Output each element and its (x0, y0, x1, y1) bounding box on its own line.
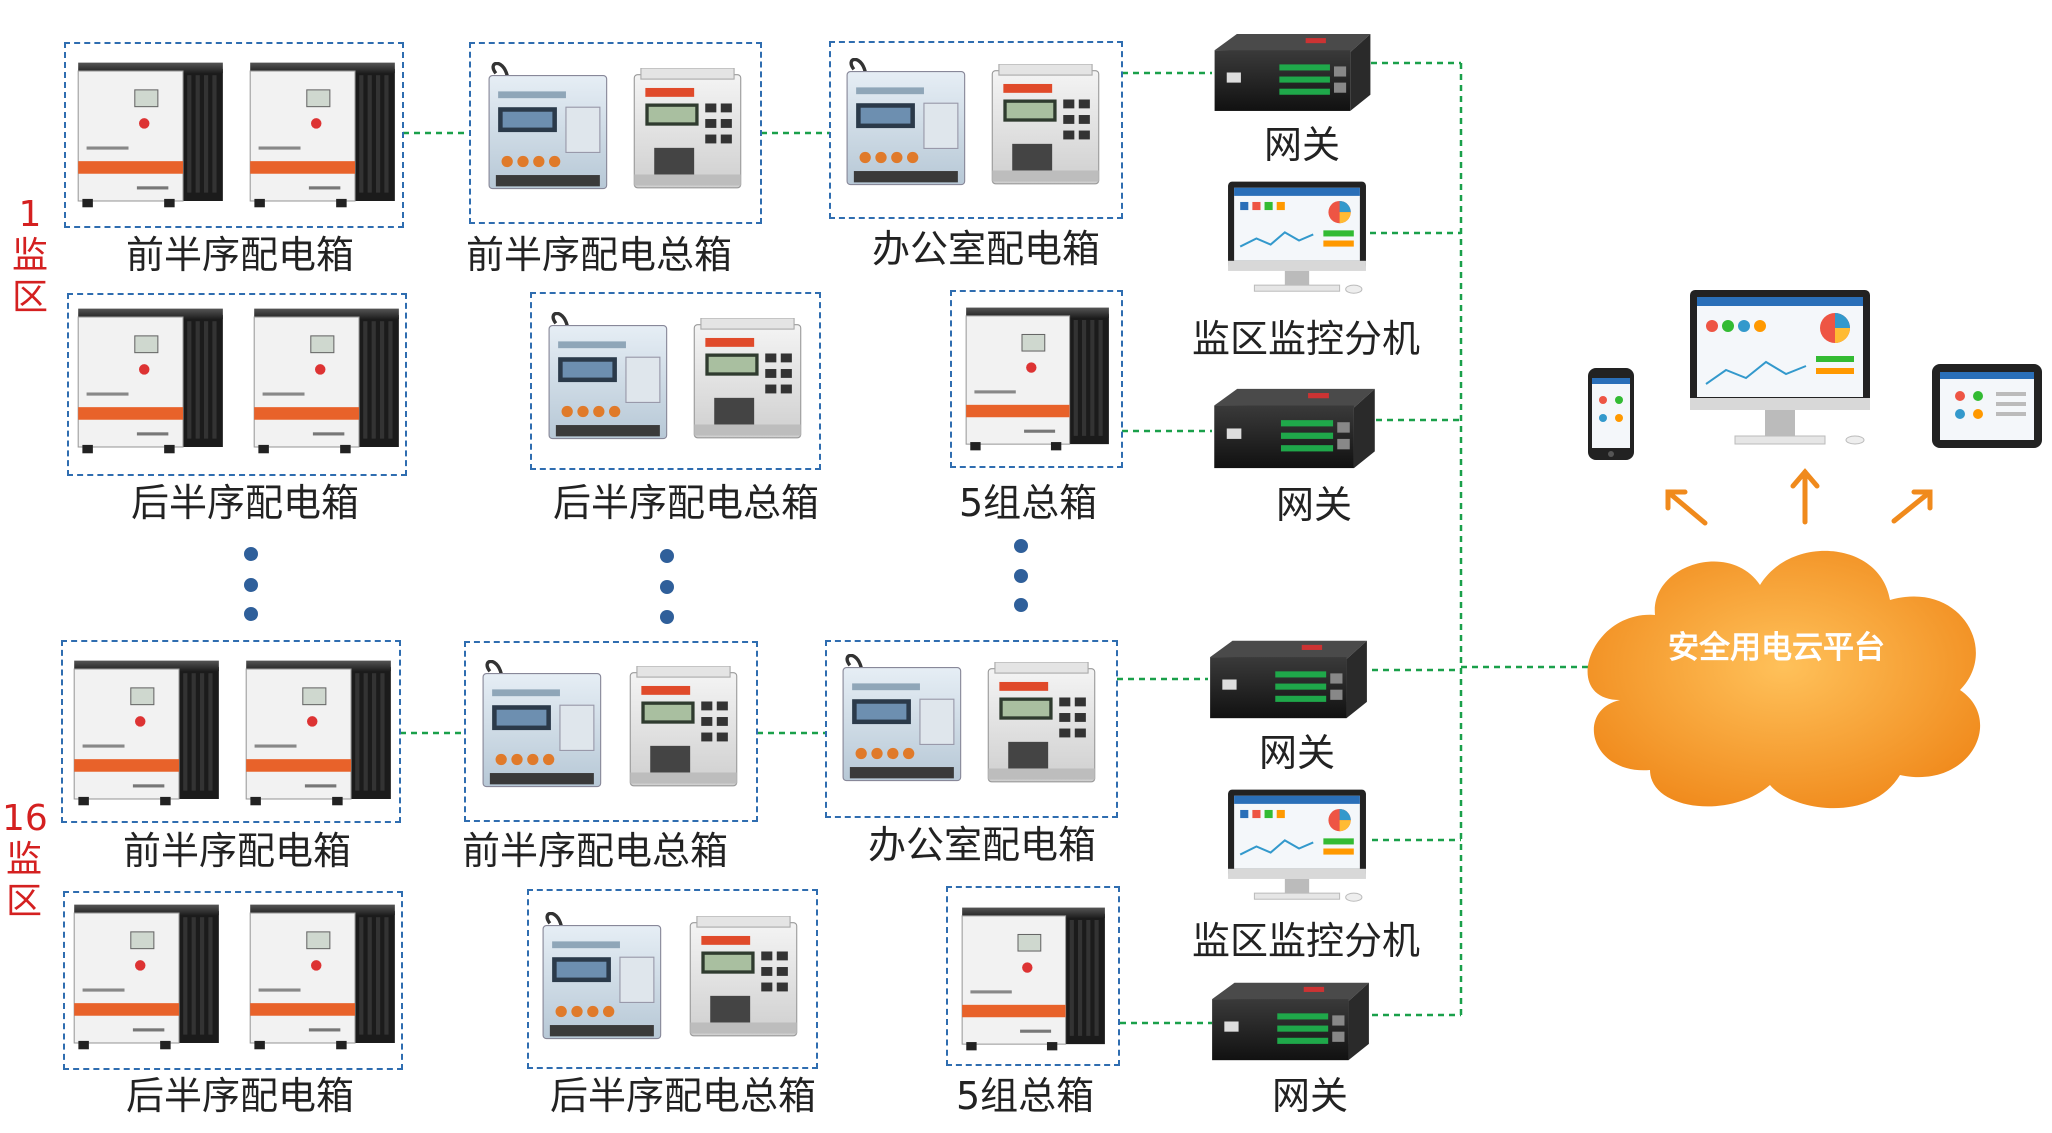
arrows (1665, 468, 1933, 526)
cloud-platform-label: 安全用电云平台 (1668, 630, 1885, 666)
zone-1-front-dist-box-frame (64, 42, 404, 228)
desktop-icon (1690, 290, 1870, 445)
zone-1-back-dist-box-frame (67, 293, 407, 476)
zone-1-office-box-frame (829, 41, 1123, 219)
office-box-label: 办公室配电箱 (872, 227, 1101, 271)
monitor-pc-icon (1226, 788, 1368, 903)
group5-main-box-label: 5组总箱 (959, 481, 1098, 525)
zone-1-front-main-box-frame (469, 42, 762, 224)
back-dist-box-label: 后半序配电箱 (131, 481, 360, 525)
zone-number: 16 (2, 798, 48, 839)
arrow-up-icon (1790, 468, 1820, 525)
zone-1-group5-box-frame (950, 290, 1123, 468)
zone-16-front-dist-box-frame (61, 640, 401, 823)
back-dist-box-label: 后半序配电箱 (126, 1074, 355, 1118)
phone-icon (1588, 368, 1634, 460)
monitor-pc-label: 监区监控分机 (1192, 317, 1421, 361)
zone-16-back-main-box-frame (527, 889, 818, 1069)
front-main-box-label: 前半序配电总箱 (466, 233, 733, 277)
gateway-device-icon (1214, 34, 1371, 111)
link-lines (400, 61, 1622, 1025)
arrow-up-icon (1665, 489, 1708, 526)
zone-char: 区 (5, 880, 42, 922)
monitor-pc-label: 监区监控分机 (1192, 919, 1421, 963)
zone-16-group5-box-frame (946, 886, 1120, 1066)
front-dist-box-label: 前半序配电箱 (126, 233, 355, 277)
office-box-label: 办公室配电箱 (868, 823, 1097, 867)
arrow-up-icon (1891, 489, 1933, 524)
zone-1-label: 1 监 区 (10, 194, 50, 318)
zone-char: 监 (5, 839, 42, 881)
ellipsis-dots-icon (244, 539, 1028, 624)
gateway-device-icon (1212, 982, 1369, 1061)
zone-16-label: 16 监 区 (2, 798, 48, 922)
zone-16-front-main-box-frame (464, 641, 758, 822)
zone-number: 1 (18, 194, 42, 235)
zone-16-back-dist-box-frame (63, 891, 403, 1070)
gateway-device-icon (1214, 388, 1375, 469)
zone-char: 监 (11, 235, 48, 277)
gateway-device-icon (1210, 640, 1367, 719)
zone-char: 区 (11, 276, 48, 318)
zone-1-back-main-box-frame (530, 292, 821, 470)
gateway-label: 网关 (1272, 1074, 1349, 1118)
gateway-label: 网关 (1276, 483, 1353, 527)
gateway-label: 网关 (1264, 123, 1341, 167)
tablet-icon (1932, 364, 2042, 448)
cloud-icon (1587, 550, 1981, 809)
front-dist-box-label: 前半序配电箱 (123, 829, 352, 873)
back-main-box-label: 后半序配电总箱 (553, 481, 820, 525)
back-main-box-label: 后半序配电总箱 (550, 1074, 817, 1118)
group5-main-box-label: 5组总箱 (956, 1074, 1095, 1118)
monitor-pc-icon (1226, 180, 1368, 295)
gateway-label: 网关 (1259, 731, 1336, 775)
front-main-box-label: 前半序配电总箱 (462, 829, 729, 873)
zone-16-office-box-frame (825, 640, 1118, 818)
